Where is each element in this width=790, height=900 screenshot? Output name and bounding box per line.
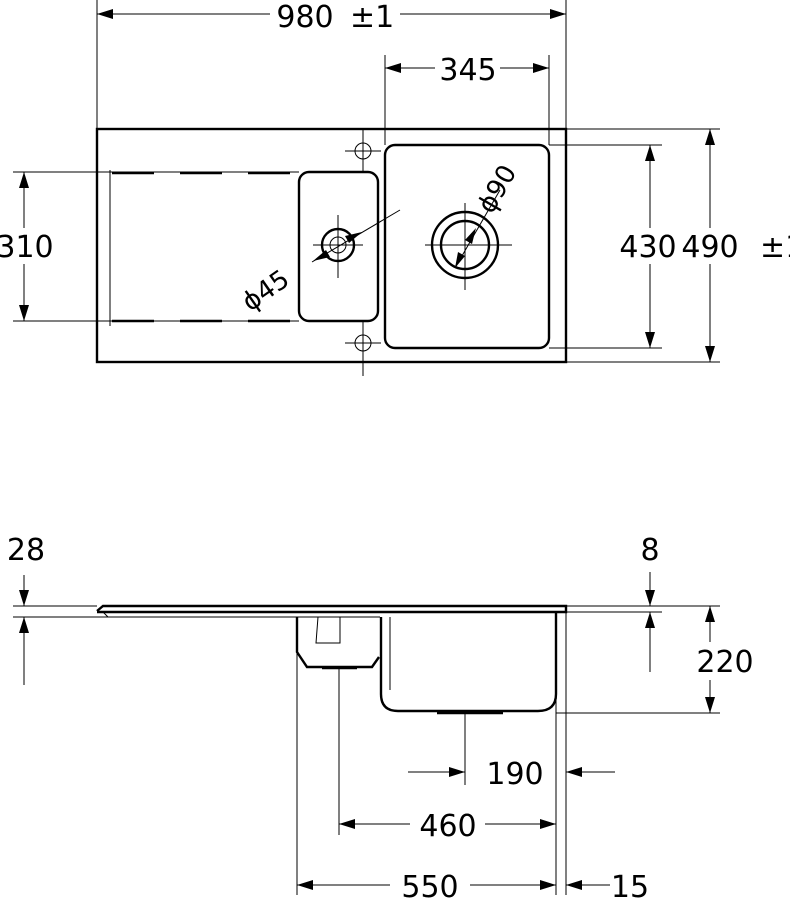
dim-220: 220 [556, 605, 754, 714]
dim-label-345: 345 [439, 53, 496, 88]
dim-345: 345 [384, 53, 550, 145]
sink-outline [95, 127, 568, 364]
dim-label-460: 460 [419, 809, 476, 844]
dim-550: 550 [297, 870, 556, 900]
dim-310: 310 [0, 171, 299, 322]
top-view: 980 ±1 345 310 [0, 0, 790, 376]
dim-28: 28 [7, 533, 108, 685]
dim-980: 980 ±1 [96, 0, 567, 129]
dim-190: 190 [408, 757, 615, 792]
tap-hole-bottom [345, 320, 381, 376]
dim-label-980: 980 [276, 0, 333, 35]
dia-label-45: ϕ45 [237, 264, 295, 317]
small-bowl [297, 170, 380, 323]
dim-label-310: 310 [0, 230, 54, 265]
dim-15: 15 [566, 870, 649, 900]
dim-label-28: 28 [7, 533, 45, 568]
dim-tol-490: ±1 [760, 230, 790, 265]
main-bowl-profile [379, 612, 558, 715]
dia-label-90: ϕ90 [472, 160, 523, 219]
dim-label-8: 8 [640, 533, 659, 568]
dim-label-190: 190 [486, 757, 543, 792]
dim-label-550: 550 [401, 870, 458, 900]
dia-45-leader: ϕ45 [237, 209, 401, 318]
sink-rim-profile [96, 604, 568, 618]
dim-490: 490 ±1 [566, 128, 790, 363]
dim-8: 8 [566, 533, 662, 672]
dim-tol-980: ±1 [350, 0, 394, 35]
dim-label-220: 220 [696, 645, 753, 680]
side-view: 28 8 220 [7, 533, 754, 900]
dim-430: 430 [549, 144, 677, 349]
tap-hole-top [345, 130, 381, 172]
dim-label-490: 490 [681, 230, 738, 265]
dim-label-15: 15 [611, 870, 649, 900]
dim-460: 460 [339, 809, 556, 844]
small-bowl-profile [295, 616, 380, 670]
dim-label-430: 430 [619, 230, 676, 265]
main-bowl [383, 143, 551, 350]
